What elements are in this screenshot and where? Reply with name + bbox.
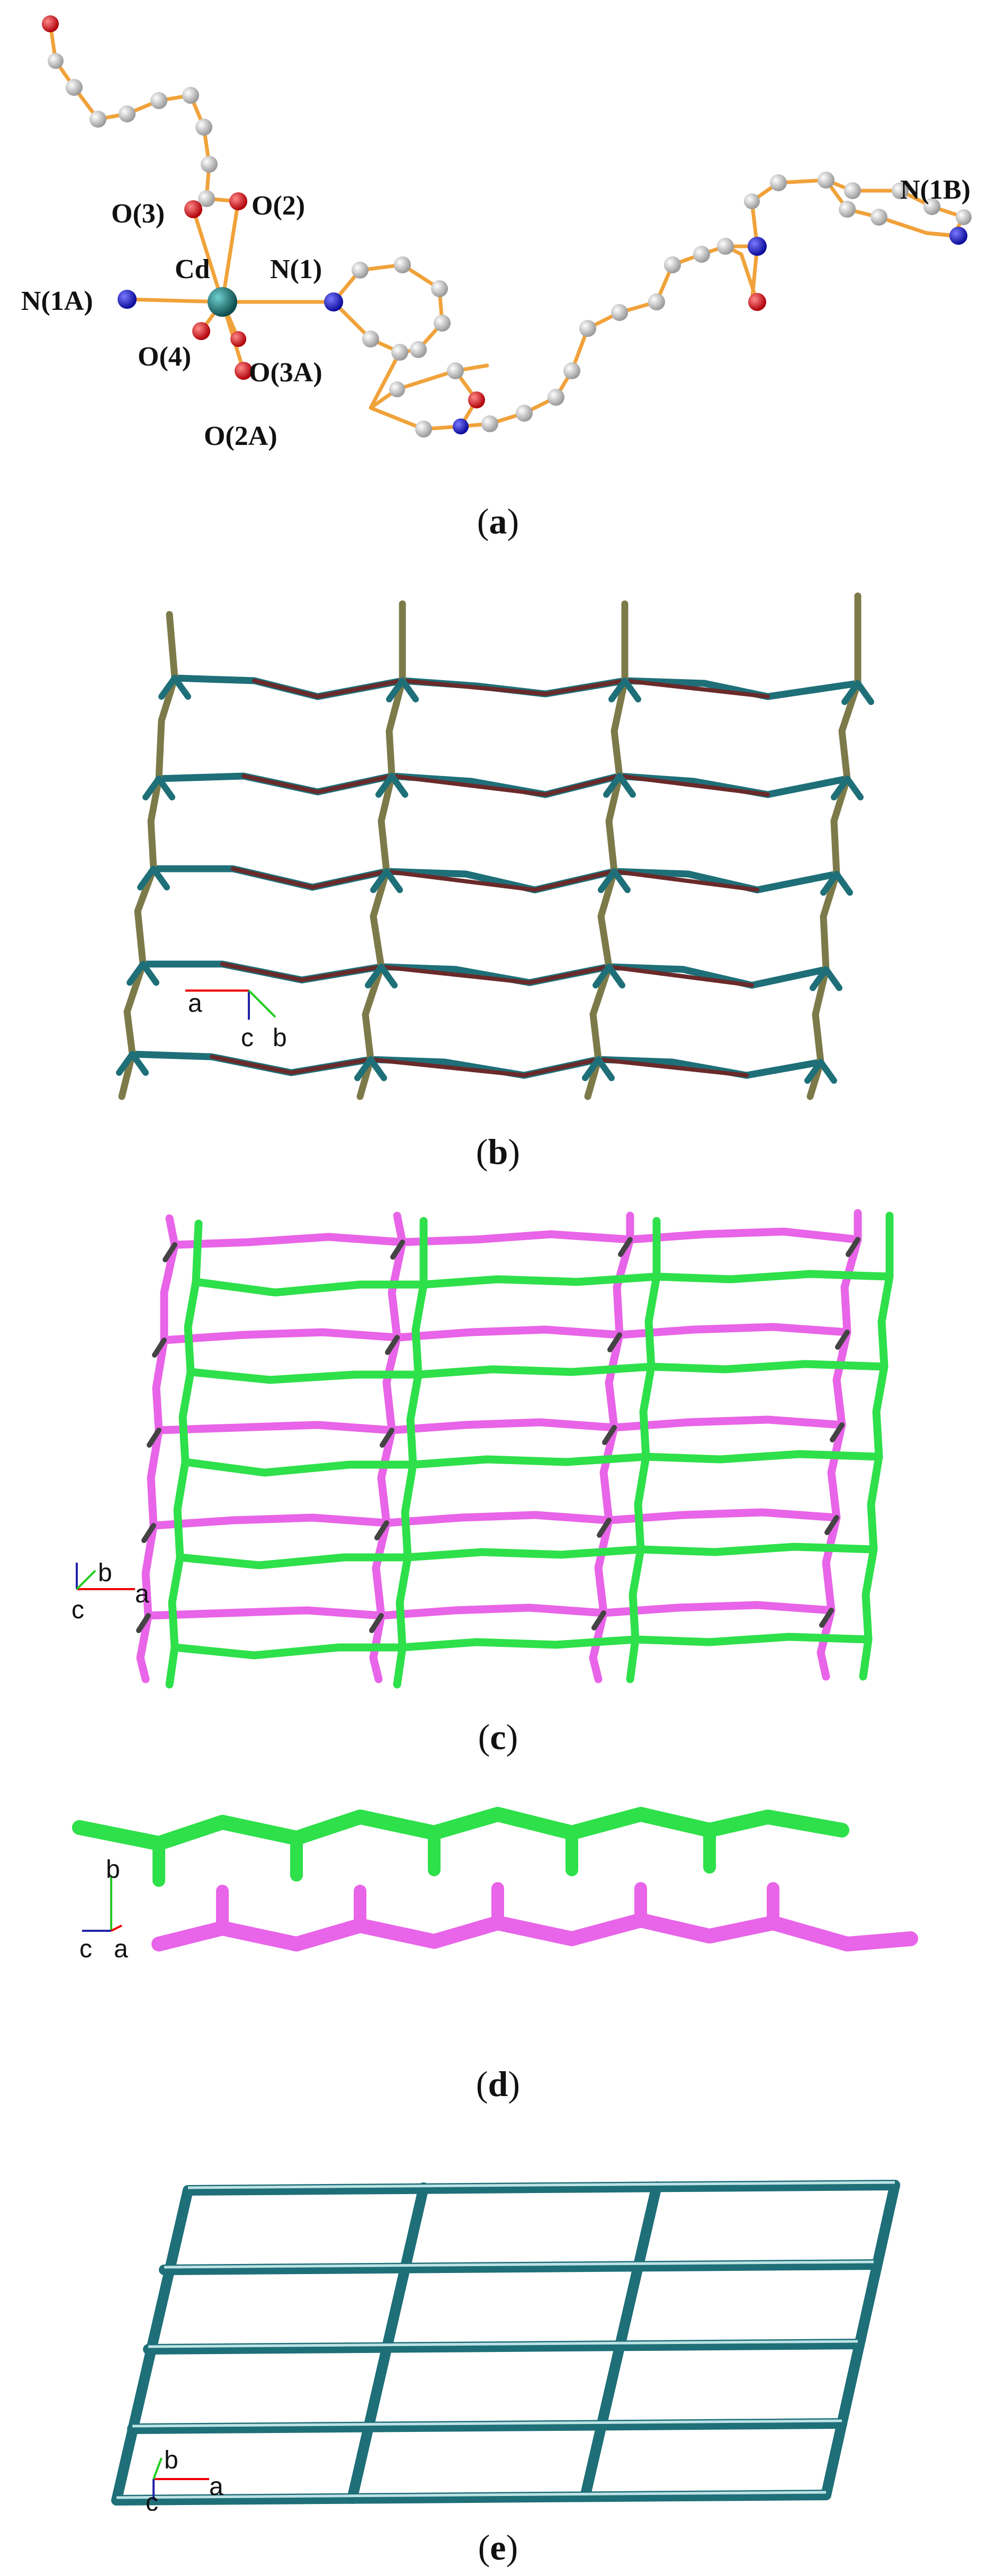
- topology-highlights: [116, 2181, 895, 2499]
- axis-c-label: c: [146, 2489, 158, 2511]
- axis-a-label: a: [135, 1580, 149, 1608]
- panel-a: O(3) O(2) Cd N(1A) N(1) O(4) O(3A) O(2A)…: [0, 0, 996, 509]
- label-n1: N(1): [270, 254, 322, 284]
- panel-b-network: a c b: [116, 592, 874, 1100]
- caption-c: (c): [478, 1717, 518, 1757]
- label-n1a: N(1A): [21, 286, 93, 316]
- caption-b: (b): [475, 1131, 521, 1172]
- caption-d: (d): [475, 2064, 521, 2104]
- axis-c-label: c: [71, 1596, 84, 1624]
- caption-a: (a): [477, 501, 519, 541]
- axis-c-label: c: [241, 1024, 254, 1052]
- green-net: [165, 1211, 894, 1689]
- axis-a-label: a: [188, 990, 202, 1018]
- axis-b-label: b: [106, 1856, 120, 1884]
- caption-e-letter: e: [490, 2527, 506, 2568]
- magenta-chain: [151, 1913, 918, 1951]
- label-o3a: O(3A): [249, 358, 322, 388]
- label-o2a: O(2A): [204, 421, 277, 451]
- horizontal-chains: [129, 674, 862, 1079]
- panel-c: b a c: [0, 1192, 996, 1711]
- caption-b-letter: b: [488, 1131, 508, 1172]
- axis-triad-e: b a c: [146, 2446, 223, 2511]
- dark-stubs-c: [136, 1237, 860, 1633]
- nitrogen-atoms: [118, 227, 967, 434]
- green-stubs: [152, 1824, 716, 1887]
- vertical-chains: [118, 592, 862, 1100]
- caption-c-letter: c: [490, 1717, 506, 1757]
- caption-e: (e): [478, 2527, 518, 2568]
- caption-a-letter: a: [489, 501, 507, 541]
- node-stubs: [116, 675, 874, 1084]
- magenta-stubs: [216, 1882, 779, 1935]
- panel-d: b c a: [0, 1785, 996, 2034]
- label-n1b: N(1B): [900, 175, 971, 205]
- axis-a-label: a: [209, 2473, 223, 2501]
- panel-e-topology-net: b a c: [111, 2180, 900, 2511]
- axis-b-label: b: [164, 2446, 178, 2474]
- caption-d-letter: d: [488, 2064, 508, 2104]
- topology-grid: [111, 2180, 900, 2506]
- axis-triad-b: a c b: [185, 990, 287, 1052]
- axis-a-label: a: [114, 1935, 128, 1963]
- label-o4: O(4): [138, 342, 191, 372]
- label-cd: Cd: [175, 254, 210, 284]
- cadmium-atom: [208, 287, 237, 317]
- axis-triad-d: b c a: [79, 1856, 128, 1963]
- axis-triad-c: b a c: [71, 1559, 149, 1624]
- axis-b-label: b: [273, 1024, 287, 1052]
- panel-a-structure: O(3) O(2) Cd N(1A) N(1) O(4) O(3A) O(2A)…: [21, 15, 972, 451]
- label-o3: O(3): [111, 199, 165, 229]
- oxygen-atoms: [42, 15, 766, 408]
- axis-b-label: b: [98, 1559, 112, 1587]
- green-chain: [72, 1807, 849, 1851]
- panel-b: a c b: [0, 572, 996, 1112]
- label-o2: O(2): [252, 191, 305, 221]
- panel-d-side-view: b c a: [72, 1807, 918, 1963]
- atom-labels: O(3) O(2) Cd N(1A) N(1) O(4) O(3A) O(2A)…: [21, 175, 971, 451]
- panel-c-interpenetration: b a c: [71, 1209, 894, 1689]
- panel-e: b a c: [0, 2129, 996, 2511]
- carbon-atoms: [48, 53, 972, 438]
- axis-c-label: c: [79, 1935, 92, 1963]
